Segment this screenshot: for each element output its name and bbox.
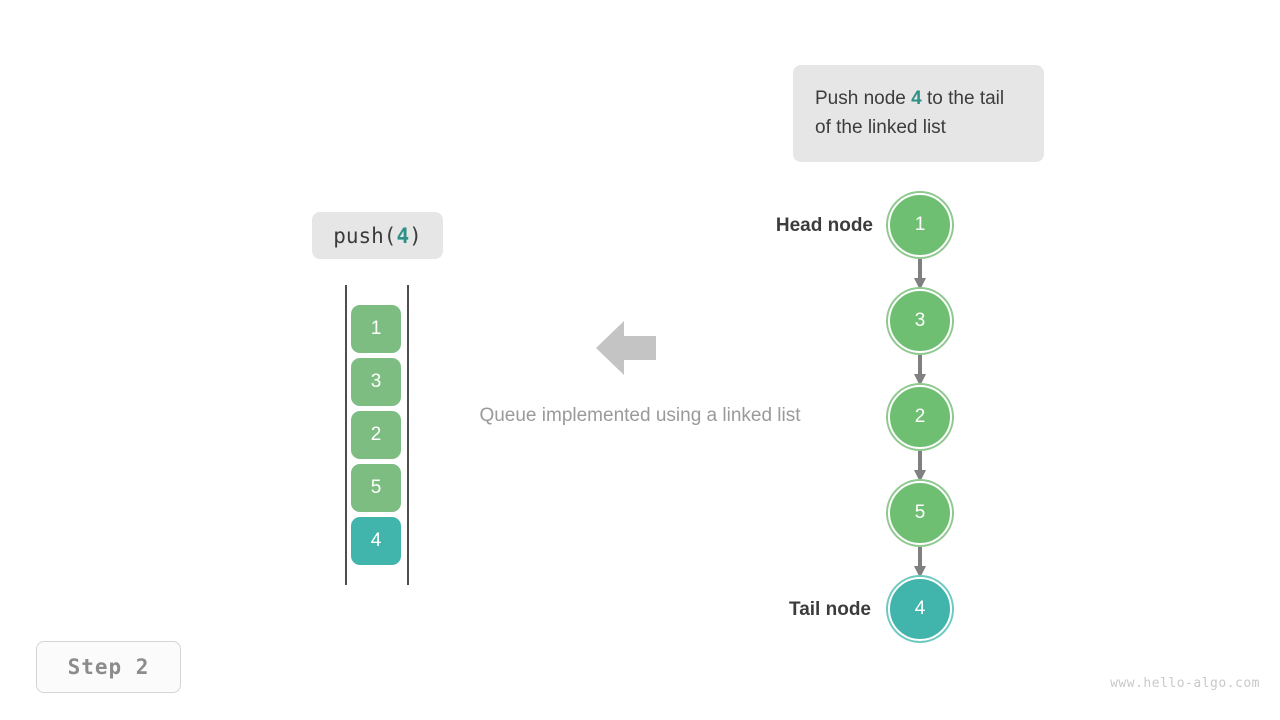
callout-highlight-value: 4 [911, 88, 922, 109]
queue-cell: 3 [351, 358, 401, 406]
left-arrow-icon [596, 319, 656, 377]
queue-rail-left [345, 285, 347, 585]
diagram-caption: Queue implemented using a linked list [479, 405, 801, 426]
linked-list-arrow-icon [914, 547, 926, 579]
linked-list-container: 1 3 2 5 4 [888, 193, 952, 641]
linked-list-arrow-icon [914, 451, 926, 483]
linked-list-node-active: 4 [888, 577, 952, 641]
operation-name: push( [333, 223, 397, 248]
tail-node-label: Tail node [789, 599, 871, 620]
queue-rail-right [407, 285, 409, 585]
queue-cell-list: 1 3 2 5 4 [351, 305, 401, 565]
operation-argument: 4 [396, 223, 410, 248]
callout-text-before: Push node [815, 88, 912, 109]
queue-cell: 1 [351, 305, 401, 353]
queue-container: 1 3 2 5 4 [344, 285, 410, 585]
queue-cell: 5 [351, 464, 401, 512]
queue-cell: 2 [351, 411, 401, 459]
callout-text-after: to the tail of the linked list [815, 88, 1005, 138]
linked-list-node: 3 [888, 289, 952, 353]
step-badge: Step 2 [36, 641, 181, 693]
head-node-label: Head node [775, 215, 873, 236]
callout-box: Push node 4 to the tail of the linked li… [793, 65, 1044, 162]
watermark: www.hello-algo.com [1110, 676, 1260, 691]
linked-list-arrow-icon [914, 259, 926, 291]
linked-list-arrow-icon [914, 355, 926, 387]
linked-list-node: 1 [888, 193, 952, 257]
operation-label: push(4) [312, 212, 443, 259]
operation-close-paren: ) [409, 223, 422, 248]
linked-list-node: 5 [888, 481, 952, 545]
queue-cell-active: 4 [351, 517, 401, 565]
linked-list-node: 2 [888, 385, 952, 449]
